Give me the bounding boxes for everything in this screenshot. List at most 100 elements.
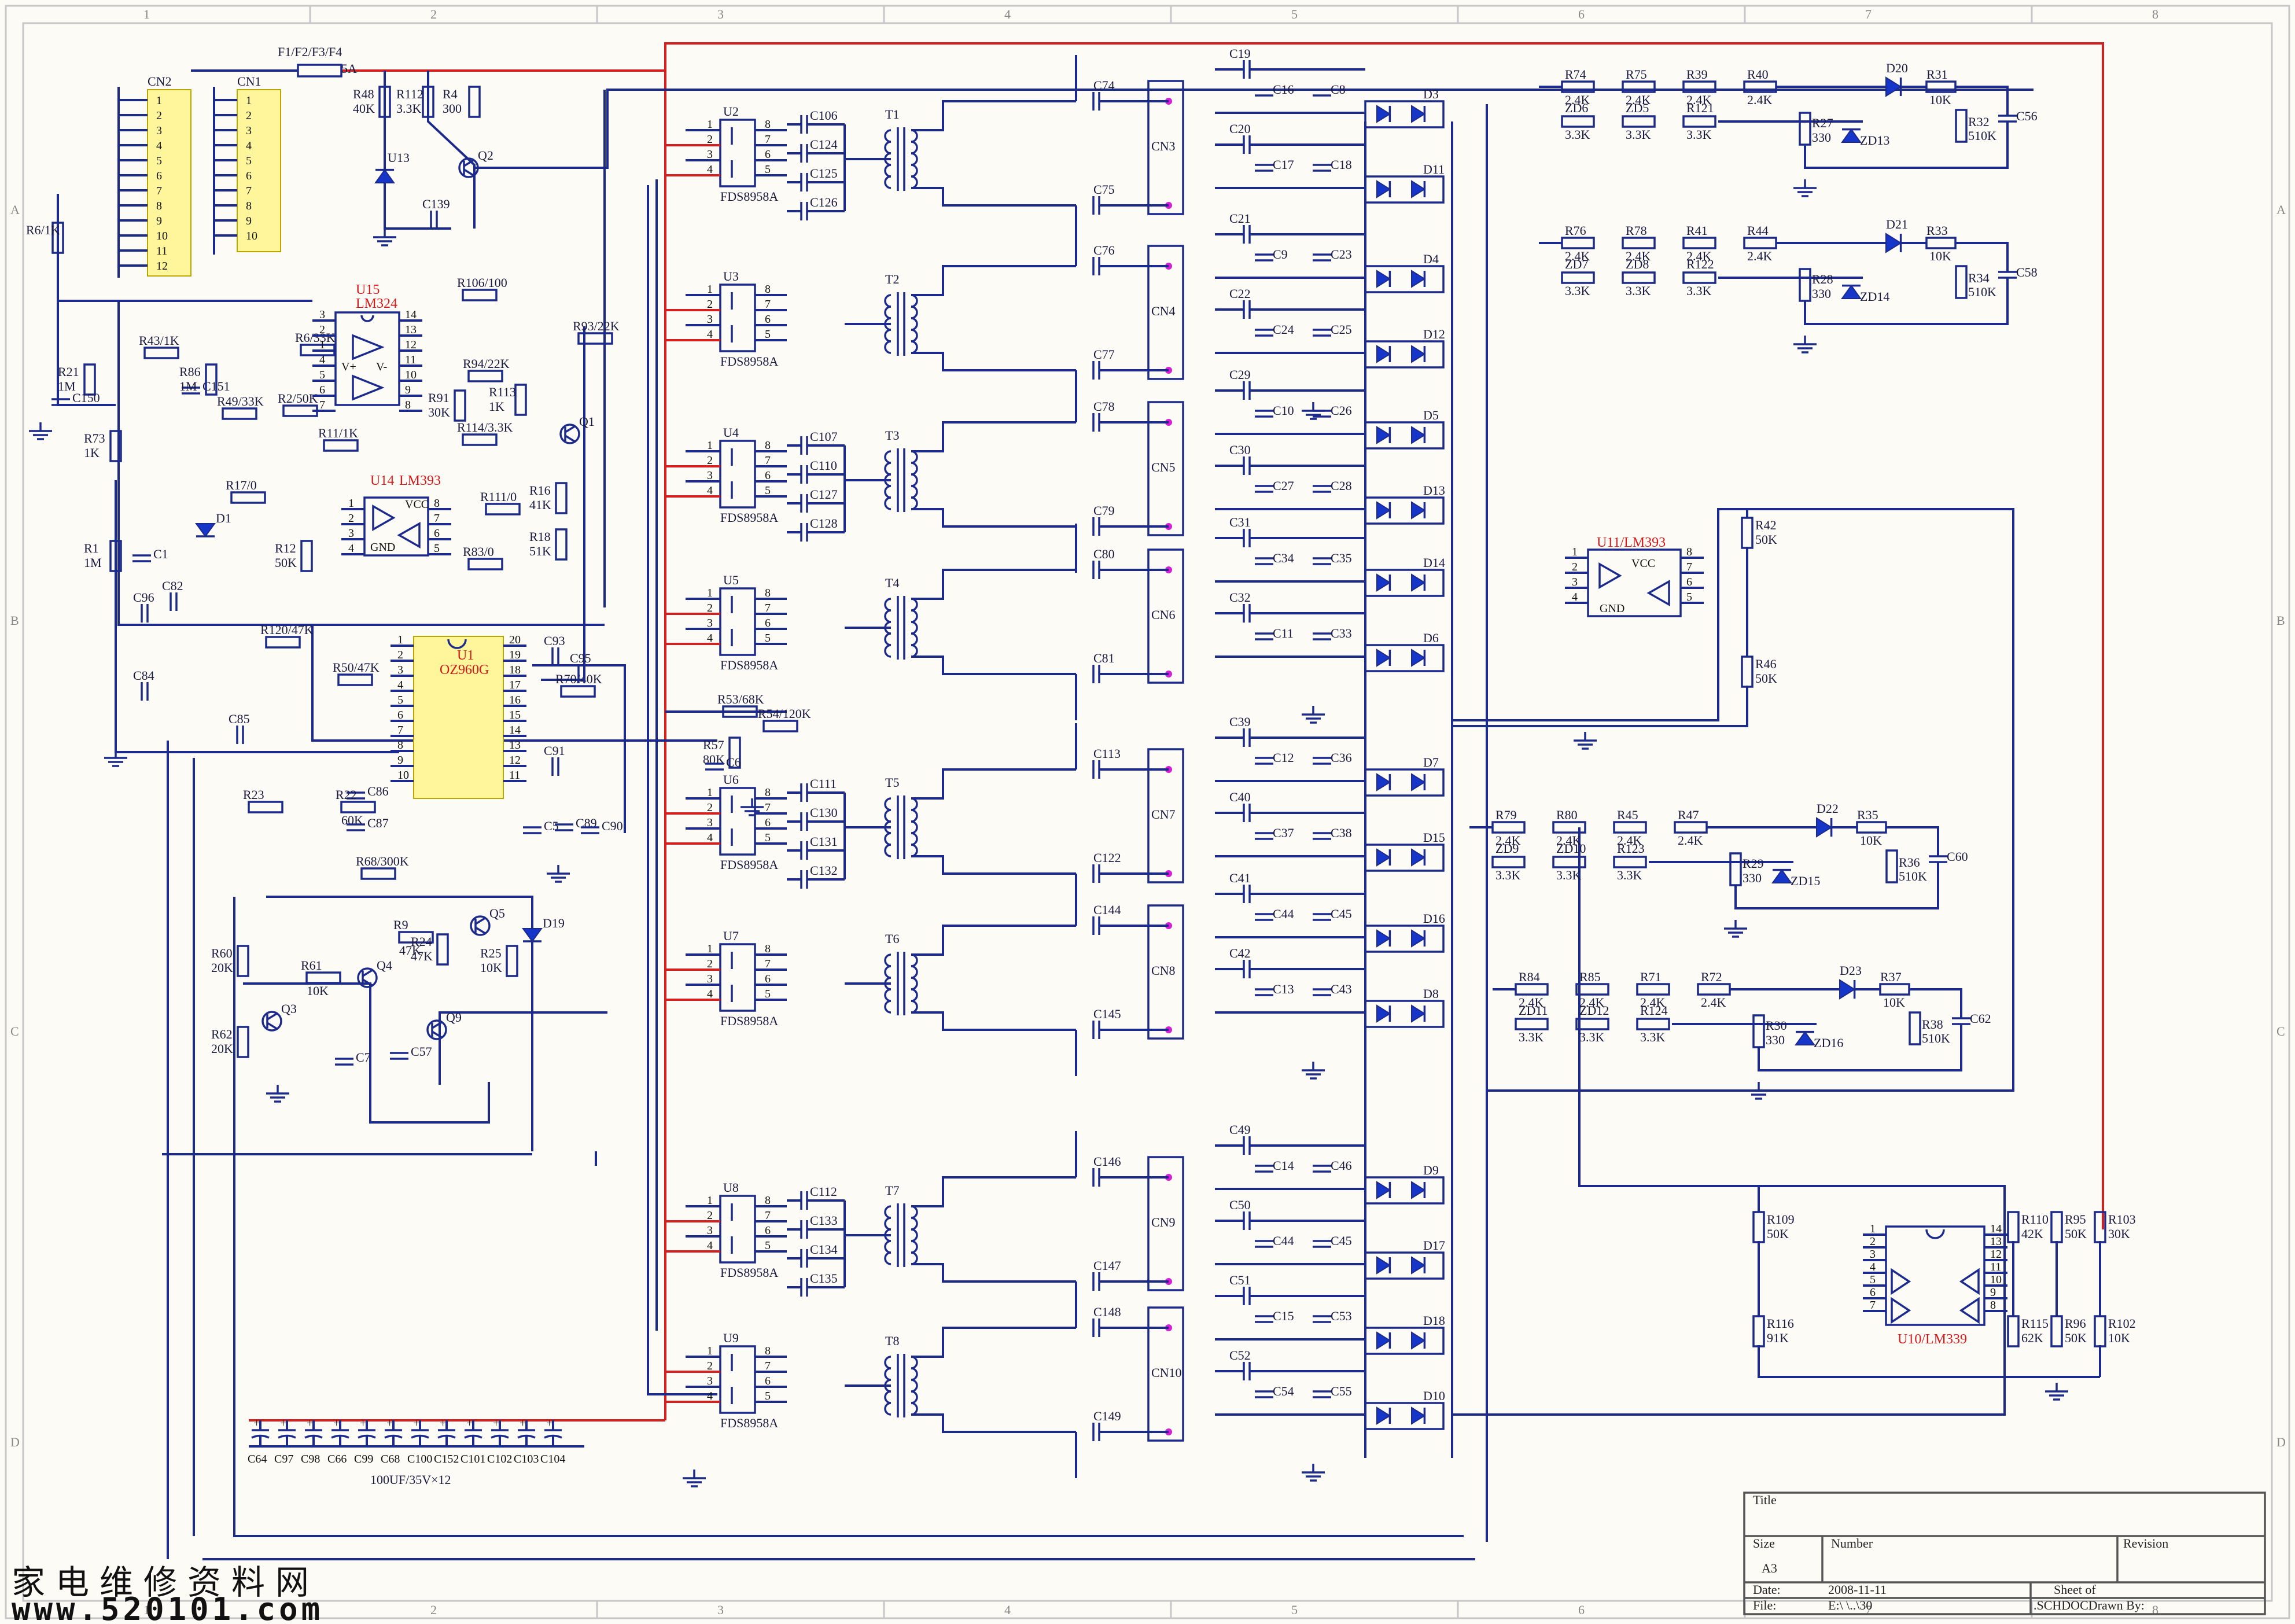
sense-resistor-ref: R72 xyxy=(1701,970,1722,984)
sense-resistor-value: 10K xyxy=(1883,995,1905,1010)
mosfet-pin: 3 xyxy=(707,313,713,326)
resistor xyxy=(462,289,498,301)
transformer-t3: T3 xyxy=(884,428,918,512)
svg-text:LM324: LM324 xyxy=(356,296,397,311)
resistor xyxy=(555,482,568,514)
mosfet-pin: 5 xyxy=(765,1390,771,1402)
plus-sign: + xyxy=(333,1417,340,1430)
cn2-pin: 7 xyxy=(156,185,162,197)
filter-cap-ref: C40 xyxy=(1229,790,1251,804)
capacitor xyxy=(1243,960,1251,978)
capacitor xyxy=(1243,225,1251,244)
mosfet-pin: 7 xyxy=(765,1209,771,1222)
u10-pin: 11 xyxy=(1990,1261,2001,1273)
u10-pin: 13 xyxy=(1990,1235,2002,1248)
bulk-cap-ref: C68 xyxy=(381,1453,400,1465)
resistor xyxy=(1741,656,1754,688)
mosfet-pin: 2 xyxy=(707,602,713,614)
resistor xyxy=(1799,112,1811,146)
secondary-cap-ref: C78 xyxy=(1093,399,1115,414)
capacitor xyxy=(1092,257,1100,275)
part-r6: R6/1K xyxy=(26,222,64,254)
diode xyxy=(1411,1331,1426,1350)
part-ref: R12 xyxy=(275,541,296,555)
rectifier-d11: D11 xyxy=(1364,162,1445,204)
sense-zener-ref: ZD13 xyxy=(1860,133,1889,148)
filter-cap-ref: C43 xyxy=(1331,982,1352,996)
svg-text:OZ960G: OZ960G xyxy=(440,662,489,677)
svg-text:VCC: VCC xyxy=(1631,557,1655,570)
mosfet-pin: 4 xyxy=(707,632,713,645)
resistor xyxy=(1682,271,1716,284)
diode-ref: D10 xyxy=(1423,1389,1445,1403)
part-ref: R9 xyxy=(393,918,408,932)
sense-resistor-value: 2.4K xyxy=(1519,995,1544,1010)
diode xyxy=(1376,1181,1391,1199)
bulk-capacitor: +C102 xyxy=(487,1417,512,1465)
u1-pin: 14 xyxy=(509,724,521,736)
bulk-cap-ref: C101 xyxy=(461,1453,485,1465)
mosfet-pin: 6 xyxy=(765,469,771,482)
filter-cap-ref: C22 xyxy=(1229,286,1251,301)
revision-label: Revision xyxy=(2123,1536,2168,1551)
part-ref: R6/33K xyxy=(295,330,336,345)
u15-pin: 10 xyxy=(405,369,417,381)
wire xyxy=(911,656,1076,675)
wire xyxy=(1955,86,2009,116)
mosfet-ref: U6 xyxy=(723,772,739,787)
diode xyxy=(1376,1256,1391,1275)
zone-column-label: 1 xyxy=(143,1603,150,1617)
mosfet-pin: 1 xyxy=(707,118,713,131)
resistor xyxy=(560,685,596,698)
diode xyxy=(1376,848,1391,867)
u11-pin: 8 xyxy=(1686,546,1692,558)
output-ref: CN8 xyxy=(1151,963,1176,978)
resistor xyxy=(1674,821,1708,834)
u14-pin: 3 xyxy=(348,527,354,540)
ground-symbol xyxy=(29,422,52,440)
u15-pin: 3 xyxy=(319,308,325,321)
ground-symbol xyxy=(2045,1383,2068,1401)
zener-diode xyxy=(1841,128,1862,143)
u15-pin: 1 xyxy=(319,338,325,351)
zone-column-label: 2 xyxy=(430,7,437,21)
mosfet-pin: 4 xyxy=(707,1239,713,1252)
filter-cap-ref: C21 xyxy=(1229,211,1251,226)
sense-zd-ref: R123 xyxy=(1617,841,1645,856)
diode-ref: D17 xyxy=(1423,1238,1445,1253)
mosfet-pin: 1 xyxy=(707,1194,713,1207)
mosfet-pin: 7 xyxy=(765,298,771,311)
part-r114: R114/3.3K xyxy=(457,420,513,446)
output-cn5: CN5 xyxy=(1147,401,1184,536)
zone-column-label: 7 xyxy=(1865,1603,1872,1617)
cn1-pin: 6 xyxy=(246,170,252,182)
part-ref: R2/50K xyxy=(278,391,318,406)
sense-cap-ref: C58 xyxy=(2016,265,2038,279)
diode xyxy=(1411,1406,1426,1425)
resistor xyxy=(1885,849,1898,883)
sense-resistor-value: 2.4K xyxy=(1678,833,1703,848)
part-ref: C93 xyxy=(544,634,565,648)
capacitor xyxy=(800,783,808,802)
capacitor xyxy=(170,592,178,611)
zener-diode xyxy=(1795,1030,1815,1045)
resistor xyxy=(454,389,466,422)
sense-diode-ref: D22 xyxy=(1817,801,1839,816)
zone-row-label: A xyxy=(2276,202,2286,217)
mosfet-pin: 4 xyxy=(707,1390,713,1402)
u15-pin: 11 xyxy=(405,353,416,366)
wire xyxy=(911,187,1076,207)
mosfet-pin: 5 xyxy=(765,632,771,645)
part-ref: R6/1K xyxy=(26,223,60,237)
capacitor xyxy=(1243,1211,1251,1230)
diode-ref: D14 xyxy=(1423,555,1445,570)
mosfet-ref: U4 xyxy=(723,425,739,440)
part-value: 50K xyxy=(2065,1227,2087,1241)
mosfet-pin: 2 xyxy=(707,958,713,970)
part-ref: Q2 xyxy=(478,148,493,163)
transformer-ref: T4 xyxy=(885,576,899,590)
filter-cap-ref: C52 xyxy=(1229,1348,1251,1362)
